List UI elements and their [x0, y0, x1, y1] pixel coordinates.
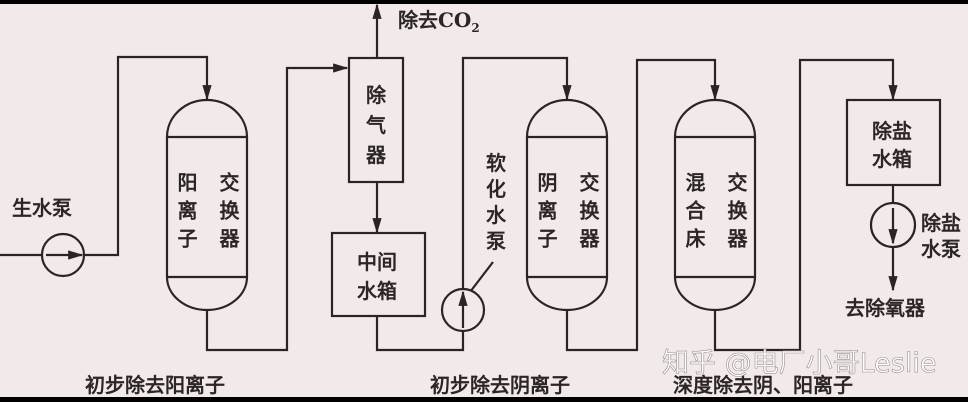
mixed-bed-exchanger [673, 98, 757, 312]
co2-removal-label: 除去CO2 [398, 8, 480, 35]
stage-3-label: 深度除去阴、阳离子 [673, 373, 853, 397]
cation-exchanger-label-b: 交换器 [216, 172, 240, 256]
raw-water-pump [40, 232, 86, 278]
mixed-bed-label-b: 交换器 [724, 172, 748, 256]
demineralized-water-tank-label: 除盐 水箱 [872, 119, 919, 171]
anion-exchanger-label-b: 交换器 [576, 172, 600, 256]
degasser [347, 56, 405, 184]
softened-water-pump [440, 287, 486, 333]
intermediate-tank-label: 中间 水箱 [357, 250, 404, 303]
stage-1-label: 初步除去阳离子 [85, 373, 225, 397]
softened-water-pump-label: 软 化 水 泵 [486, 151, 513, 253]
stage-2-label: 初步除去阴离子 [430, 373, 570, 397]
raw-water-pump-label: 生水泵 [12, 196, 72, 220]
to-deaerator-label: 去除氧器 [845, 296, 926, 320]
intermediate-tank [330, 231, 427, 318]
cation-exchanger [165, 98, 249, 312]
pipes [0, 3, 898, 352]
demineralized-water-pump [869, 201, 917, 249]
watermark: 知乎 @电厂小哥Leslie [662, 348, 936, 379]
demineralized-water-tank [845, 98, 942, 187]
canvas-background [0, 4, 968, 397]
degasser-label: 除 气 器 [365, 83, 393, 167]
anion-exchanger-label-a: 阴离子 [534, 172, 558, 256]
demineralized-water-pump-label: 除盐 水泵 [921, 211, 968, 261]
mixed-bed-label-a: 混合床 [682, 172, 706, 256]
cation-exchanger-label-a: 阳离子 [174, 172, 198, 256]
anion-exchanger [525, 98, 609, 312]
